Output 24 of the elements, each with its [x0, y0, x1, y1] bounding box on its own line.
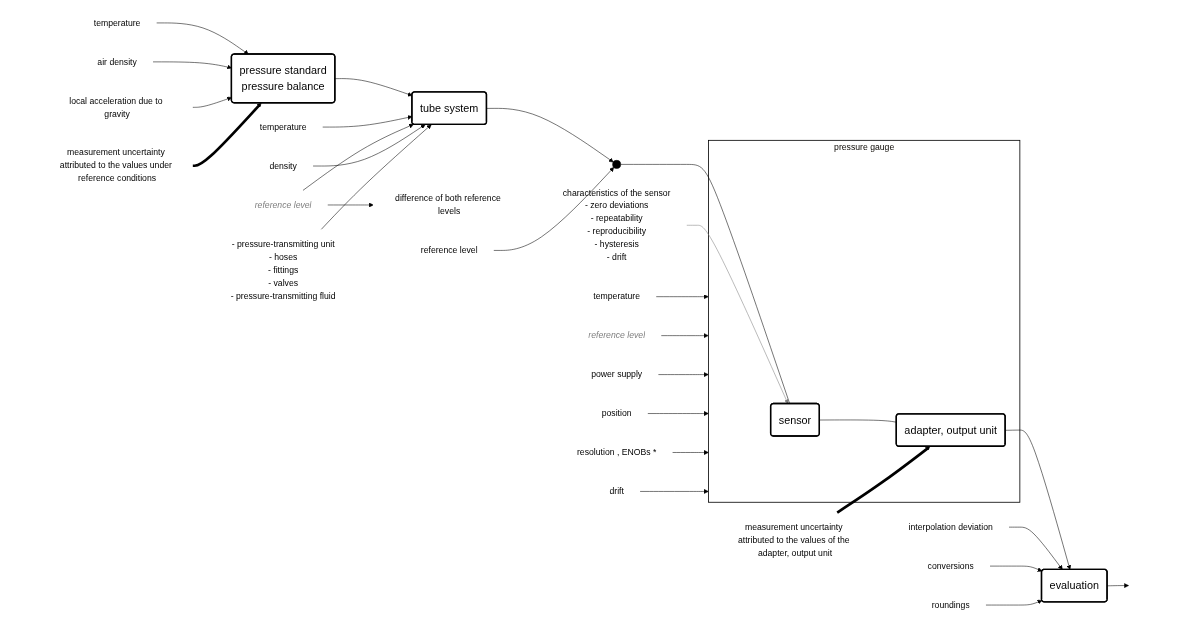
node-text: measurement uncertainty attributed to the values under reference conditions: [60, 147, 173, 184]
node-text: temperature: [593, 291, 641, 302]
node-text: reference level: [254, 200, 312, 210]
node-text: difference of both reference levels: [395, 193, 502, 216]
node-text: power supply: [591, 369, 643, 379]
node-text: drift: [609, 486, 625, 496]
node-text: temperature: [260, 122, 307, 132]
node-text: reference level: [421, 245, 478, 255]
node-text: resolution , ENOBs *: [577, 447, 657, 457]
node-text: position: [601, 408, 632, 418]
node-text: - pressure-transmitting unit - hoses - fittings - valves - pressure-transmitting fluid: [230, 239, 336, 301]
node-text: local acceleration due to gravity: [69, 95, 163, 119]
node-text: conversions: [927, 561, 975, 571]
node-text: density: [269, 161, 298, 171]
node-text: interpolation deviation: [908, 522, 994, 532]
node-text: reference level: [588, 330, 646, 340]
node-text: measurement uncertainty attributed to the values of the adapter, output unit: [738, 522, 850, 558]
node-text: roundings: [931, 600, 970, 610]
node-text: air density: [97, 57, 138, 67]
arrow: [836, 446, 931, 514]
node-text: temperature: [94, 18, 141, 28]
node-text: characteristics of the sensor - zero deviations - repeatability - reproducibility - hysteresis - drift: [563, 187, 671, 263]
node-circle: [612, 160, 622, 169]
arrow: [193, 102, 262, 168]
